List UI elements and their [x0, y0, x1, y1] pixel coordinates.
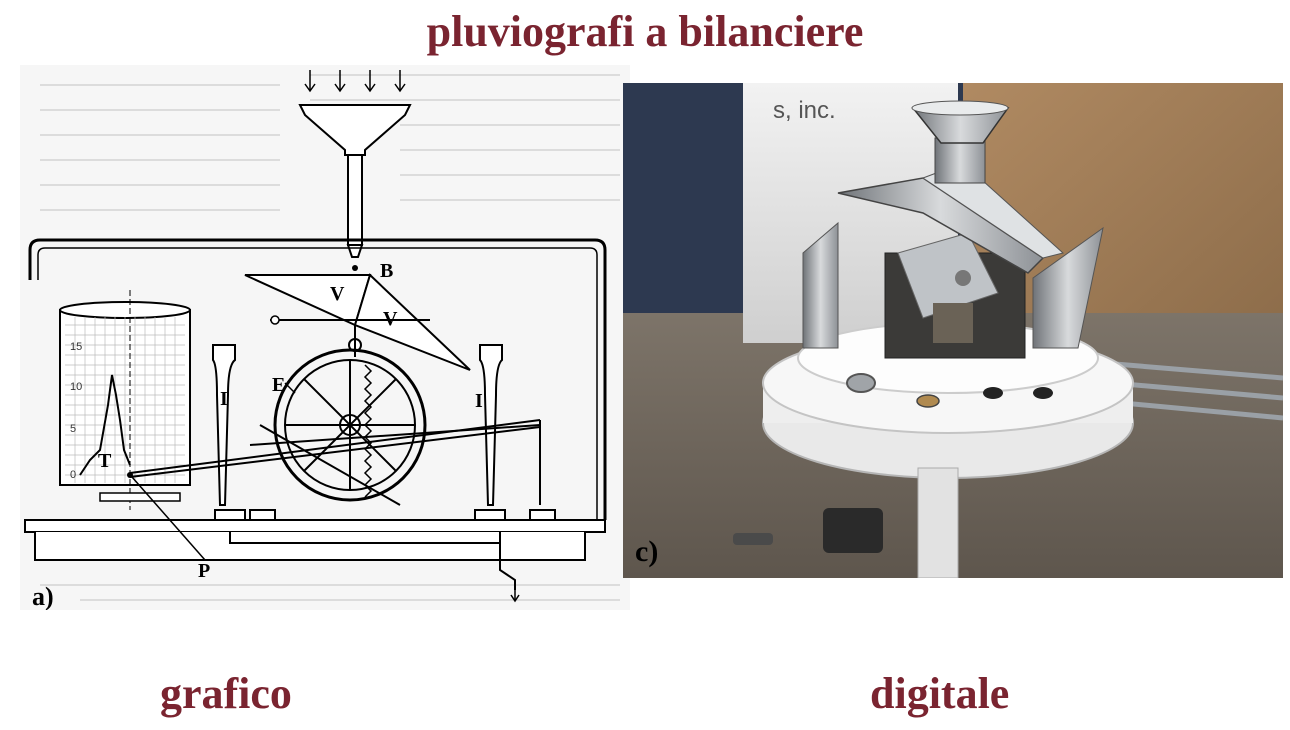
digital-gauge-photo: s, inc. c): [623, 83, 1283, 578]
caption-digitale: digitale: [870, 668, 1009, 719]
label-P: P: [198, 560, 210, 582]
label-I-right: I: [475, 390, 483, 412]
label-V1: V: [330, 283, 345, 305]
label-T: T: [98, 450, 112, 472]
recording-drum: 15 10 5 0: [60, 290, 190, 510]
label-V2: V: [383, 308, 398, 330]
label-E: E: [272, 374, 285, 396]
caption-grafico: grafico: [160, 668, 292, 719]
drum-scale-15: 15: [70, 341, 82, 353]
brand-text: s, inc.: [773, 97, 836, 124]
tipping-bucket-diagram: 15 10 5 0: [20, 65, 630, 610]
drum-scale-10: 10: [70, 381, 82, 393]
slide-title: pluviografi a bilanciere: [0, 6, 1290, 57]
label-B: B: [380, 260, 393, 282]
drum-scale-0: 0: [70, 469, 76, 481]
drum-scale-5: 5: [70, 423, 76, 435]
panel-label-a: a): [32, 582, 54, 610]
label-I-left: I: [220, 388, 228, 410]
panel-label-c: c): [635, 535, 658, 568]
